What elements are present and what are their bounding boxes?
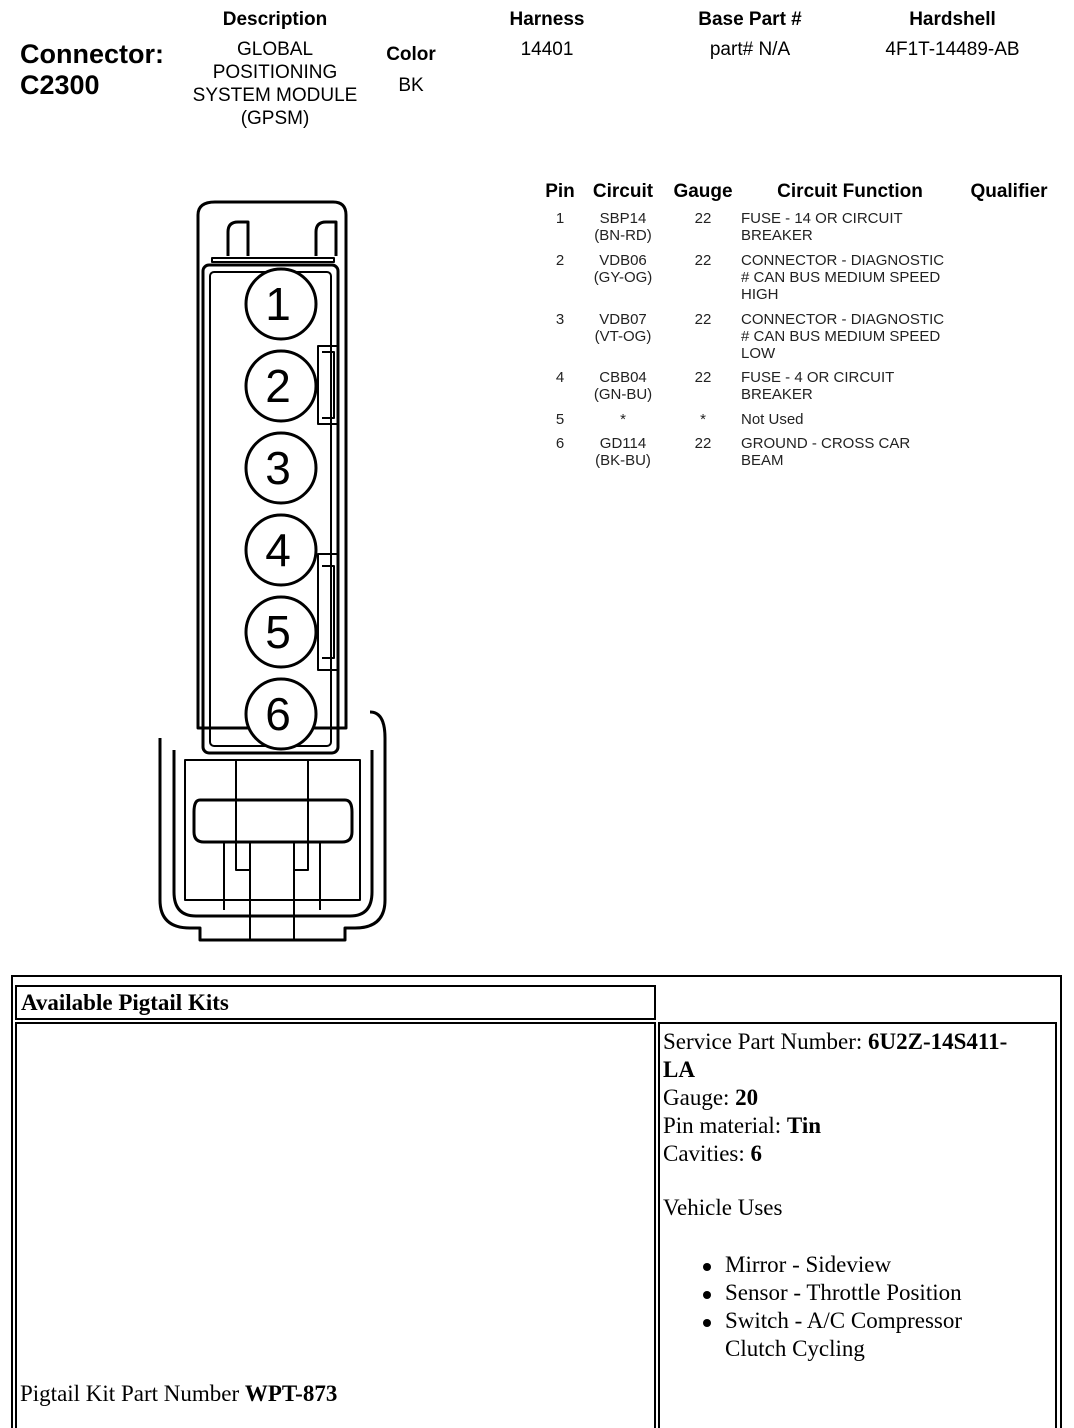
vehicle-use-item: Mirror - Sideview <box>663 1251 1043 1279</box>
circuit-id: VDB07 <box>599 311 647 328</box>
harness-label: Harness <box>509 9 585 30</box>
description-label: Description <box>222 9 328 30</box>
circuit-function: BEAM <box>741 452 784 469</box>
pin-label-6: 6 <box>265 688 291 740</box>
gauge-col-header: Gauge <box>673 181 733 202</box>
connector-diagram: 1 2 3 4 5 6 <box>158 200 387 942</box>
circuit-function: CONNECTOR - DIAGNOSTIC <box>741 252 945 269</box>
pin-number: 6 <box>555 435 565 452</box>
pin-3-cavity <box>244 431 318 505</box>
wire-gauge: 22 <box>694 435 712 452</box>
circuit-col-header: Circuit <box>592 181 654 202</box>
circuit-function: HIGH <box>741 286 779 303</box>
kit-cavities: Cavities: 6 <box>663 1141 763 1166</box>
wire-gauge: 22 <box>694 311 712 328</box>
pin-2-cavity <box>244 349 318 423</box>
circuit-id: GD114 <box>599 435 647 452</box>
wire-color: (GY-OG) <box>593 269 653 286</box>
circuit-function: FUSE - 14 OR CIRCUIT <box>741 210 903 227</box>
circuit-function: FUSE - 4 OR CIRCUIT <box>741 369 895 386</box>
circuit-function: GROUND - CROSS CAR <box>741 435 911 452</box>
wire-color: (BK-BU) <box>595 452 651 469</box>
connector-id: C2300 <box>20 70 100 100</box>
pigtail-title: Available Pigtail Kits <box>21 990 229 1015</box>
circuit-function: BREAKER <box>741 386 813 403</box>
base-part-value: part# N/A <box>709 39 791 60</box>
pin-5-cavity <box>244 595 318 669</box>
pin-label-1: 1 <box>265 278 291 330</box>
vehicle-uses-label: Vehicle Uses <box>663 1195 783 1220</box>
circuit-function: # CAN BUS MEDIUM SPEED <box>741 328 941 345</box>
wire-gauge: 22 <box>694 210 712 227</box>
circuit-id: CBB04 <box>599 369 647 386</box>
pin-1-cavity <box>244 267 318 341</box>
circuit-function: BREAKER <box>741 227 813 244</box>
service-part-number: Service Part Number: 6U2Z-14S411- <box>663 1029 1008 1054</box>
pin-label-2: 2 <box>265 360 291 412</box>
wire-color: (VT-OG) <box>594 328 652 345</box>
pigtail-title-cell: Available Pigtail Kits <box>15 985 656 1020</box>
hardshell-label: Hardshell <box>909 9 996 30</box>
pin-number: 3 <box>555 311 565 328</box>
pin-label-3: 3 <box>265 442 291 494</box>
hardshell-value: 4F1T-14489-AB <box>885 39 1020 60</box>
circuit-function: Not Used <box>741 411 804 428</box>
pin-number: 4 <box>555 369 565 386</box>
function-col-header: Circuit Function <box>777 181 923 202</box>
pigtail-section <box>11 975 1062 1428</box>
pin-number: 2 <box>555 252 565 269</box>
color-value: BK <box>398 75 424 96</box>
kit-pin-material: Pin material: Tin <box>663 1113 822 1138</box>
description-value: GLOBAL POSITIONING SYSTEM MODULE (GPSM) <box>192 39 358 129</box>
wire-gauge: 22 <box>694 369 712 386</box>
pin-number: 1 <box>555 210 565 227</box>
wire-color: (BN-RD) <box>594 227 652 244</box>
pin-6-cavity <box>244 677 318 751</box>
pigtail-kit-part: Pigtail Kit Part Number WPT-873 <box>20 1381 338 1406</box>
color-label: Color <box>386 44 436 65</box>
harness-value: 14401 <box>520 39 574 60</box>
wire-color: (GN-BU) <box>593 386 653 403</box>
kit-gauge: Gauge: 20 <box>663 1085 759 1110</box>
wire-gauge: * <box>700 411 706 428</box>
circuit-id: VDB06 <box>599 252 647 269</box>
vehicle-use-item: Sensor - Throttle Position <box>663 1279 1043 1307</box>
pin-col-header: Pin <box>545 181 575 202</box>
pigtail-details-cell: Service Part Number: 6U2Z-14S411- LA Gau… <box>658 1022 1057 1428</box>
circuit-id: * <box>620 411 626 428</box>
base-part-label: Base Part # <box>698 9 802 30</box>
pin-label-4: 4 <box>265 524 291 576</box>
vehicle-uses-list: Mirror - Sideview Sensor - Throttle Posi… <box>663 1251 1043 1363</box>
pigtail-image-cell: Pigtail Kit Part Number WPT-873 <box>15 1022 656 1428</box>
circuit-function: LOW <box>741 345 776 362</box>
pin-label-5: 5 <box>265 606 291 658</box>
pin-4-cavity <box>244 513 318 587</box>
pigtail-kit-part-value: WPT-873 <box>244 1381 338 1406</box>
service-part-number-cont: LA <box>663 1057 695 1082</box>
circuit-function: CONNECTOR - DIAGNOSTIC <box>741 311 945 328</box>
pin-number: 5 <box>555 411 565 428</box>
circuit-function: # CAN BUS MEDIUM SPEED <box>741 269 941 286</box>
qualifier-col-header: Qualifier <box>970 181 1048 202</box>
circuit-id: SBP14 <box>599 210 647 227</box>
connector-label: Connector: <box>20 39 164 69</box>
wire-gauge: 22 <box>694 252 712 269</box>
